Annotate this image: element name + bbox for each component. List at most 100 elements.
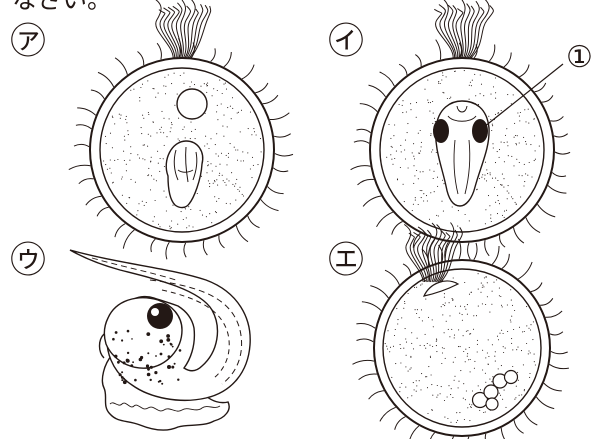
stipple-dot (163, 118, 164, 119)
stipple-dot (513, 94, 514, 95)
membrane-hair (429, 433, 434, 439)
stipple-dot (459, 313, 460, 314)
stipple-dot (405, 328, 406, 329)
stipple-dot (422, 283, 423, 284)
stipple-dot (156, 180, 157, 181)
stipple-dot (469, 420, 470, 421)
stipple-dot (204, 83, 205, 84)
membrane-hair (492, 246, 499, 264)
attaching-filament (453, 5, 460, 58)
stipple-dot (143, 118, 144, 119)
stipple-dot (500, 184, 501, 185)
stipple-dot (485, 357, 486, 358)
stipple-dot (451, 388, 452, 389)
stipple-dot (479, 178, 480, 179)
stipple-dot (404, 301, 405, 302)
stipple-dot (467, 407, 468, 408)
stipple-dot (458, 387, 459, 388)
stipple-dot (222, 175, 223, 176)
stipple-dot (194, 84, 195, 85)
stipple-dot (495, 92, 496, 93)
stipple-dot (228, 157, 229, 158)
stipple-dot (503, 346, 504, 347)
stipple-dot (535, 159, 536, 160)
stipple-dot (239, 191, 240, 192)
stipple-dot (399, 387, 400, 388)
stipple-dot (514, 123, 515, 124)
stipple-dot (512, 349, 513, 350)
pigment-spot (166, 334, 170, 338)
stipple-dot (459, 412, 460, 413)
stipple-dot (446, 76, 447, 77)
stipple-dot (480, 292, 481, 293)
stipple-dot (148, 112, 149, 113)
membrane-hair (415, 55, 421, 67)
membrane-hair (524, 412, 537, 425)
stipple-dot (482, 174, 483, 175)
stipple-dot (491, 221, 492, 222)
stipple-dot (407, 132, 408, 133)
stipple-dot (448, 329, 449, 330)
stipple-dot (206, 92, 207, 93)
stipple-dot (515, 202, 516, 203)
stipple-dot (200, 210, 201, 211)
stipple-dot (491, 130, 492, 131)
membrane-hair (550, 364, 569, 368)
stipple-dot (458, 210, 459, 211)
stipple-dot (417, 309, 418, 310)
stipple-dot (485, 382, 486, 383)
stipple-dot (494, 356, 495, 357)
stipple-dot (129, 160, 130, 161)
stipple-dot (487, 173, 488, 174)
stipple-dot (511, 316, 512, 317)
stipple-dot (469, 294, 470, 295)
stipple-dot (207, 143, 208, 144)
stipple-dot (216, 201, 217, 202)
stipple-dot (242, 151, 243, 152)
stipple-dot (185, 137, 186, 138)
stipple-dot (181, 211, 182, 212)
stipple-dot (106, 143, 107, 144)
stipple-dot (400, 167, 401, 168)
stipple-dot (421, 190, 422, 191)
membrane-hair (436, 40, 441, 60)
stipple-dot (501, 185, 502, 186)
stipple-dot (450, 394, 451, 395)
membrane-hair (548, 186, 566, 194)
pigment-spot (115, 331, 118, 334)
stipple-dot (253, 165, 254, 166)
stipple-dot (170, 127, 171, 128)
membrane-hair (157, 43, 161, 59)
stipple-dot (473, 315, 474, 316)
stipple-dot (420, 190, 421, 191)
stipple-dot (212, 170, 213, 171)
membrane-hair (219, 235, 225, 248)
stipple-dot (166, 136, 167, 137)
membrane-hair (519, 65, 529, 77)
stipple-dot (501, 330, 502, 331)
stipple-dot (499, 333, 500, 334)
stipple-dot (515, 397, 516, 398)
stipple-dot (243, 195, 244, 196)
stipple-dot (482, 350, 483, 351)
stipple-dot (492, 344, 493, 345)
membrane-hair (138, 52, 144, 66)
stipple-dot (396, 151, 397, 152)
stipple-dot (471, 404, 472, 405)
stipple-dot (429, 345, 430, 346)
stipple-dot (449, 302, 450, 303)
stipple-dot (433, 326, 434, 327)
stipple-dot (391, 146, 392, 147)
stipple-dot (490, 214, 491, 215)
stipple-dot (462, 314, 463, 315)
stipple-dot (219, 173, 220, 174)
stipple-dot (427, 413, 428, 414)
stipple-dot (500, 395, 501, 396)
membrane-hair (354, 141, 369, 144)
stipple-dot (487, 296, 488, 297)
membrane-hair (474, 243, 477, 260)
stipple-dot (497, 151, 498, 152)
stipple-dot (247, 152, 248, 153)
stipple-dot (499, 295, 500, 296)
stipple-dot (411, 343, 412, 344)
